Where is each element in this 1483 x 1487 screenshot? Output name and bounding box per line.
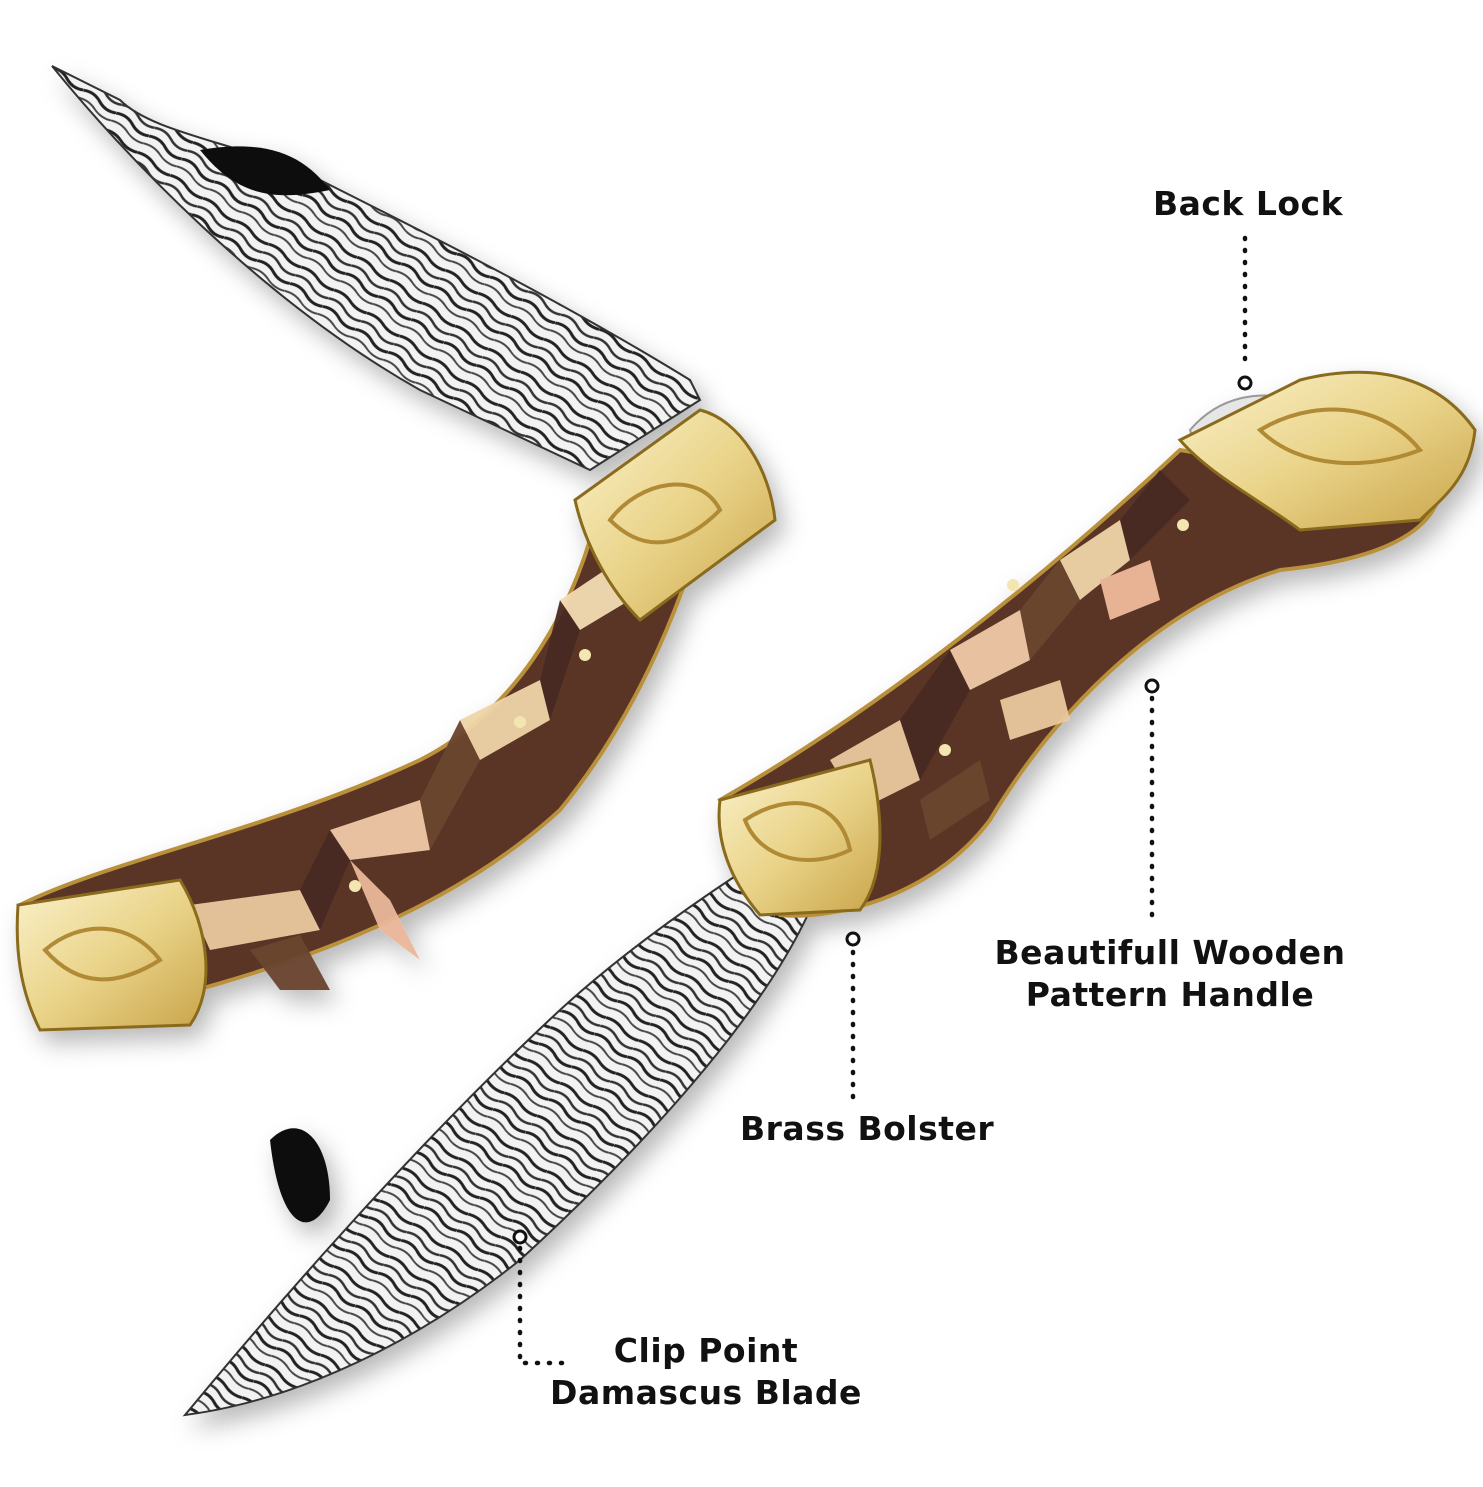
- callout-bolster-text: Brass Bolster: [740, 1109, 995, 1148]
- back-lock-anchor-icon: [1237, 375, 1253, 391]
- left-knife-wood-inlay: [190, 560, 630, 990]
- callout-damascus-blade: Clip Point Damascus Blade: [546, 1330, 866, 1414]
- callout-brass-bolster: Brass Bolster: [740, 1108, 995, 1150]
- right-knife-front-bolster: [717, 758, 882, 917]
- callout-back-lock: Back Lock: [1150, 183, 1346, 225]
- right-knife-wood-inlay: [830, 470, 1190, 840]
- right-knife-rear-bolster: [1177, 370, 1477, 532]
- callout-anchor-dots: [512, 375, 1253, 1245]
- right-knife-handle: [717, 447, 1443, 918]
- callout-wooden-handle: Beautifull Wooden Pattern Handle: [988, 932, 1352, 1016]
- left-knife-rear-bolster: [15, 878, 208, 1032]
- blade-anchor-icon: [512, 1229, 528, 1245]
- callout-leaders: [517, 235, 1248, 1366]
- handle-anchor-icon: [1144, 678, 1160, 694]
- left-knife: [15, 65, 777, 1032]
- left-knife-front-bolster: [573, 408, 777, 622]
- callout-back-lock-text: Back Lock: [1152, 184, 1344, 223]
- left-knife-blade: [51, 65, 702, 472]
- callout-handle-line-2: Pattern Handle: [1025, 975, 1315, 1014]
- blade-leader: [517, 1245, 571, 1366]
- right-knife: [182, 370, 1477, 1417]
- bolster-anchor-icon: [845, 931, 861, 947]
- callout-blade-line-1: Clip Point: [613, 1331, 799, 1370]
- callout-handle-line-1: Beautifull Wooden: [994, 933, 1346, 972]
- callout-blade-line-2: Damascus Blade: [550, 1373, 862, 1412]
